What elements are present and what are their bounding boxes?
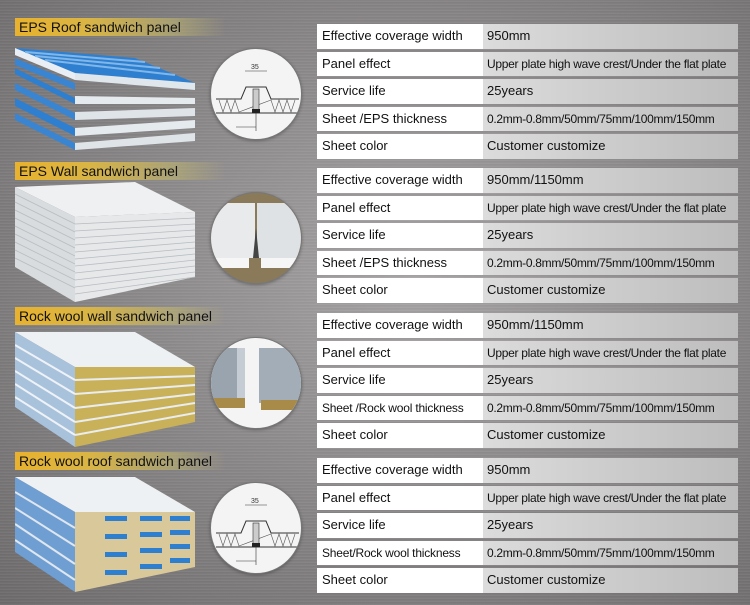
svg-text:35: 35 [251,498,259,505]
spec-label: Sheet /EPS thickness [317,106,483,131]
spec-value: Customer customize [483,134,738,159]
spec-value: 950mm/1150mm [483,313,738,338]
white-wall-panel-stack-image [14,182,196,304]
spec-label: Sheet color [317,423,483,448]
blue-roof-panel-stack-image [15,38,195,160]
panel-section-rock-wool-wall: Rock wool wall sandwich panel [0,307,750,452]
svg-text:35: 35 [251,64,259,71]
spec-label: Effective coverage width [317,313,483,338]
spec-label: Service life [317,79,483,104]
rock-wool-roof-panel-stack-image [14,472,195,594]
spec-value: 0.2mm-0.8mm/50mm/75mm/100mm/150mm [483,395,738,420]
roof-joint-diagram-icon: 35 [210,48,302,140]
panel-section-rock-wool-roof: Rock wool roof sandwich panel 35 [0,452,750,597]
panel-title-banner: Rock wool roof sandwich panel [15,452,225,470]
spec-label: Panel effect [317,340,483,365]
spec-label: Panel effect [317,195,483,220]
spec-value: Upper plate high wave crest/Under the fl… [483,51,738,76]
spec-value: 950mm/1150mm [483,168,738,193]
spec-value: 25years [483,223,738,248]
spec-label: Sheet color [317,568,483,593]
panel-title-banner: EPS Roof sandwich panel [15,18,225,36]
spec-value: 0.2mm-0.8mm/50mm/75mm/100mm/150mm [483,540,738,565]
spec-value: Upper plate high wave crest/Under the fl… [483,340,738,365]
spec-value: 950mm [483,458,738,483]
spec-value: Customer customize [483,278,738,303]
panel-section-eps-wall: EPS Wall sandwich panel [0,162,750,307]
spec-value: 25years [483,513,738,538]
spec-label: Effective coverage width [317,24,483,49]
spec-value: 0.2mm-0.8mm/50mm/75mm/100mm/150mm [483,250,738,275]
spec-label: Sheet/Rock wool thickness [317,540,483,565]
spec-label: Panel effect [317,51,483,76]
spec-label: Sheet color [317,134,483,159]
rock-wool-wall-panel-stack-image [14,327,196,449]
spec-value: 25years [483,79,738,104]
spec-value: 25years [483,368,738,393]
spec-label: Sheet /EPS thickness [317,250,483,275]
spec-label: Service life [317,513,483,538]
spec-label: Effective coverage width [317,168,483,193]
spec-value: 950mm [483,24,738,49]
spec-value: Customer customize [483,568,738,593]
spec-label: Panel effect [317,485,483,510]
spec-label: Sheet /Rock wool thickness [317,395,483,420]
rock-wool-joint-photo-icon [210,337,302,429]
spec-label: Service life [317,368,483,393]
roof-joint-diagram-icon: 35 [210,482,302,574]
spec-label: Effective coverage width [317,458,483,483]
panel-title-banner: EPS Wall sandwich panel [15,162,225,180]
spec-value: Upper plate high wave crest/Under the fl… [483,485,738,510]
spec-label: Sheet color [317,278,483,303]
spec-label: Service life [317,223,483,248]
wall-joint-photo-icon [210,192,302,284]
panel-title-banner: Rock wool wall sandwich panel [15,307,225,325]
spec-value: Upper plate high wave crest/Under the fl… [483,195,738,220]
spec-value: 0.2mm-0.8mm/50mm/75mm/100mm/150mm [483,106,738,131]
spec-value: Customer customize [483,423,738,448]
panel-section-eps-roof: EPS Roof sandwich panel [0,18,750,163]
